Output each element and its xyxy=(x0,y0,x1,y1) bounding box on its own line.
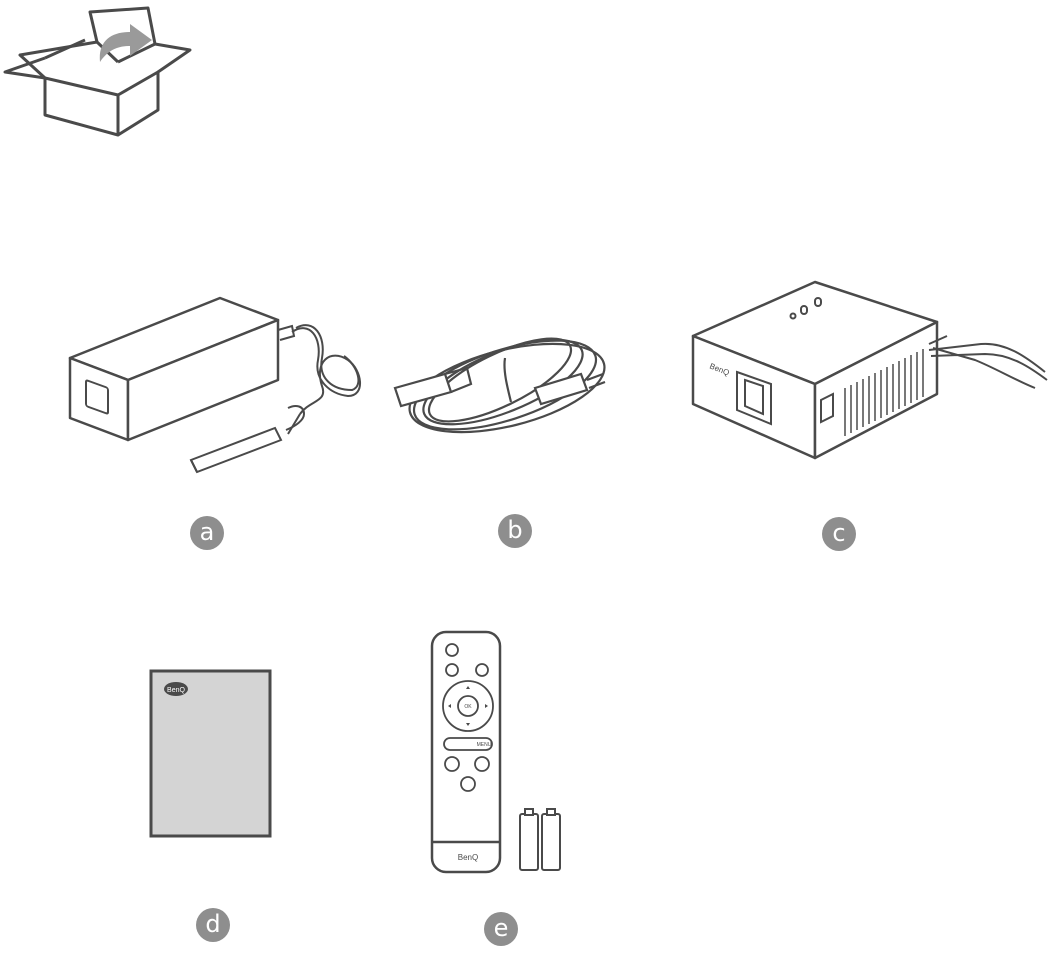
item-label-a: a xyxy=(190,516,224,550)
item-label-c: c xyxy=(822,517,856,551)
power-adapter-icon xyxy=(68,296,361,474)
projector-icon: BenQ xyxy=(691,280,1048,460)
booklet-brand-text: BenQ xyxy=(167,687,185,694)
item-label-d: d xyxy=(196,908,230,942)
power-cord-icon xyxy=(393,337,606,434)
item-label-e: e xyxy=(484,912,518,946)
remote-control-and-batteries-icon: OK MENU BenQ xyxy=(430,630,561,874)
item-label-b: b xyxy=(498,514,532,548)
remote-ok-label: OK xyxy=(464,704,472,710)
booklet-icon: BenQ xyxy=(149,669,272,838)
remote-menu-label: MENU xyxy=(477,742,492,748)
remote-brand-text: BenQ xyxy=(458,853,478,862)
open-box-unpack-icon xyxy=(3,6,192,137)
